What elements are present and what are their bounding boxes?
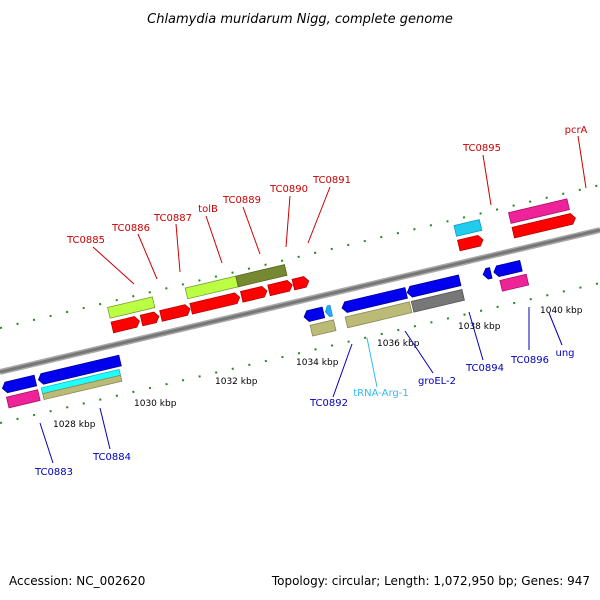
cds-forward-arrow[interactable] xyxy=(159,304,192,322)
gene-label[interactable]: TC0890 xyxy=(269,184,308,195)
tick-label: 1040 kbp xyxy=(540,306,583,316)
gene-feature[interactable] xyxy=(309,319,337,337)
cds-reverse-arrow[interactable] xyxy=(406,274,462,298)
gene-label[interactable]: TC0896 xyxy=(510,355,549,366)
cds-forward-arrow[interactable] xyxy=(511,213,577,239)
gene-label[interactable]: TC0895 xyxy=(462,143,501,154)
gene-label[interactable]: TC0886 xyxy=(111,223,150,234)
genome-summary-text: Topology: circular; Length: 1,072,950 bp… xyxy=(271,574,590,588)
gene-label[interactable]: TC0892 xyxy=(309,398,348,409)
gene-label[interactable]: groEL-2 xyxy=(418,376,456,387)
gene-label[interactable]: TC0889 xyxy=(222,195,261,206)
gene-feature[interactable] xyxy=(344,301,413,329)
tick-label: 1034 kbp xyxy=(296,358,339,368)
cds-reverse-arrow[interactable] xyxy=(482,267,493,281)
gene-feature[interactable] xyxy=(410,288,465,313)
gene-feature[interactable] xyxy=(107,296,156,319)
gene-label[interactable]: TC0883 xyxy=(34,467,73,478)
leader-lines xyxy=(39,135,587,464)
cds-forward-arrow[interactable] xyxy=(291,276,310,291)
forward-gene-labels: TC0885 TC0886 TC0887 tolB TC0889 TC0890 … xyxy=(66,125,588,246)
gene-feature[interactable] xyxy=(235,264,288,288)
map-title: Chlamydia muridarum Nigg, complete genom… xyxy=(147,12,453,27)
cds-reverse-arrow[interactable] xyxy=(1,374,38,394)
accession-text: Accession: NC_002620 xyxy=(9,574,145,588)
trna-arrow[interactable] xyxy=(324,304,333,318)
genome-backbone xyxy=(0,227,600,375)
gene-label[interactable]: TC0884 xyxy=(92,452,131,463)
gene-feature[interactable] xyxy=(499,273,530,292)
gene-label[interactable]: tolB xyxy=(198,204,218,215)
gene-label[interactable]: TC0894 xyxy=(465,363,504,374)
cds-forward-arrow[interactable] xyxy=(267,280,294,297)
tick-label: 1032 kbp xyxy=(215,377,258,387)
tick-label: 1030 kbp xyxy=(134,399,177,409)
gene-feature[interactable] xyxy=(453,219,483,237)
cds-forward-arrow[interactable] xyxy=(240,285,268,303)
gene-feature[interactable] xyxy=(508,198,570,224)
gene-feature[interactable] xyxy=(5,389,41,409)
cds-reverse-arrow[interactable] xyxy=(341,287,408,314)
gene-label[interactable]: TC0887 xyxy=(153,213,192,224)
cds-forward-arrow[interactable] xyxy=(457,234,484,252)
scale-labels: 1028 kbp 1030 kbp 1032 kbp 1034 kbp 1036… xyxy=(53,306,583,430)
feature-track xyxy=(0,198,577,409)
upper-scale-line xyxy=(0,184,600,329)
cds-reverse-arrow[interactable] xyxy=(303,306,326,322)
gene-label[interactable]: tRNA-Arg-1 xyxy=(353,388,408,399)
cds-forward-arrow[interactable] xyxy=(139,311,160,327)
gene-feature[interactable] xyxy=(42,374,123,401)
gene-label[interactable]: ung xyxy=(555,348,574,359)
cds-reverse-arrow[interactable] xyxy=(37,354,122,385)
tick-label: 1038 kbp xyxy=(458,322,501,332)
gene-label[interactable]: TC0885 xyxy=(66,235,105,246)
tick-label: 1036 kbp xyxy=(377,339,420,349)
reverse-gene-labels: TC0883 TC0884 TC0892 tRNA-Arg-1 groEL-2 … xyxy=(34,348,575,478)
cds-forward-arrow[interactable] xyxy=(110,316,141,334)
cds-reverse-arrow[interactable] xyxy=(493,259,523,277)
cds-forward-arrow[interactable] xyxy=(189,292,241,315)
gene-label[interactable]: TC0891 xyxy=(312,175,351,186)
gene-label[interactable]: pcrA xyxy=(565,125,588,136)
tick-label: 1028 kbp xyxy=(53,420,96,430)
lower-scale-line xyxy=(0,282,600,424)
